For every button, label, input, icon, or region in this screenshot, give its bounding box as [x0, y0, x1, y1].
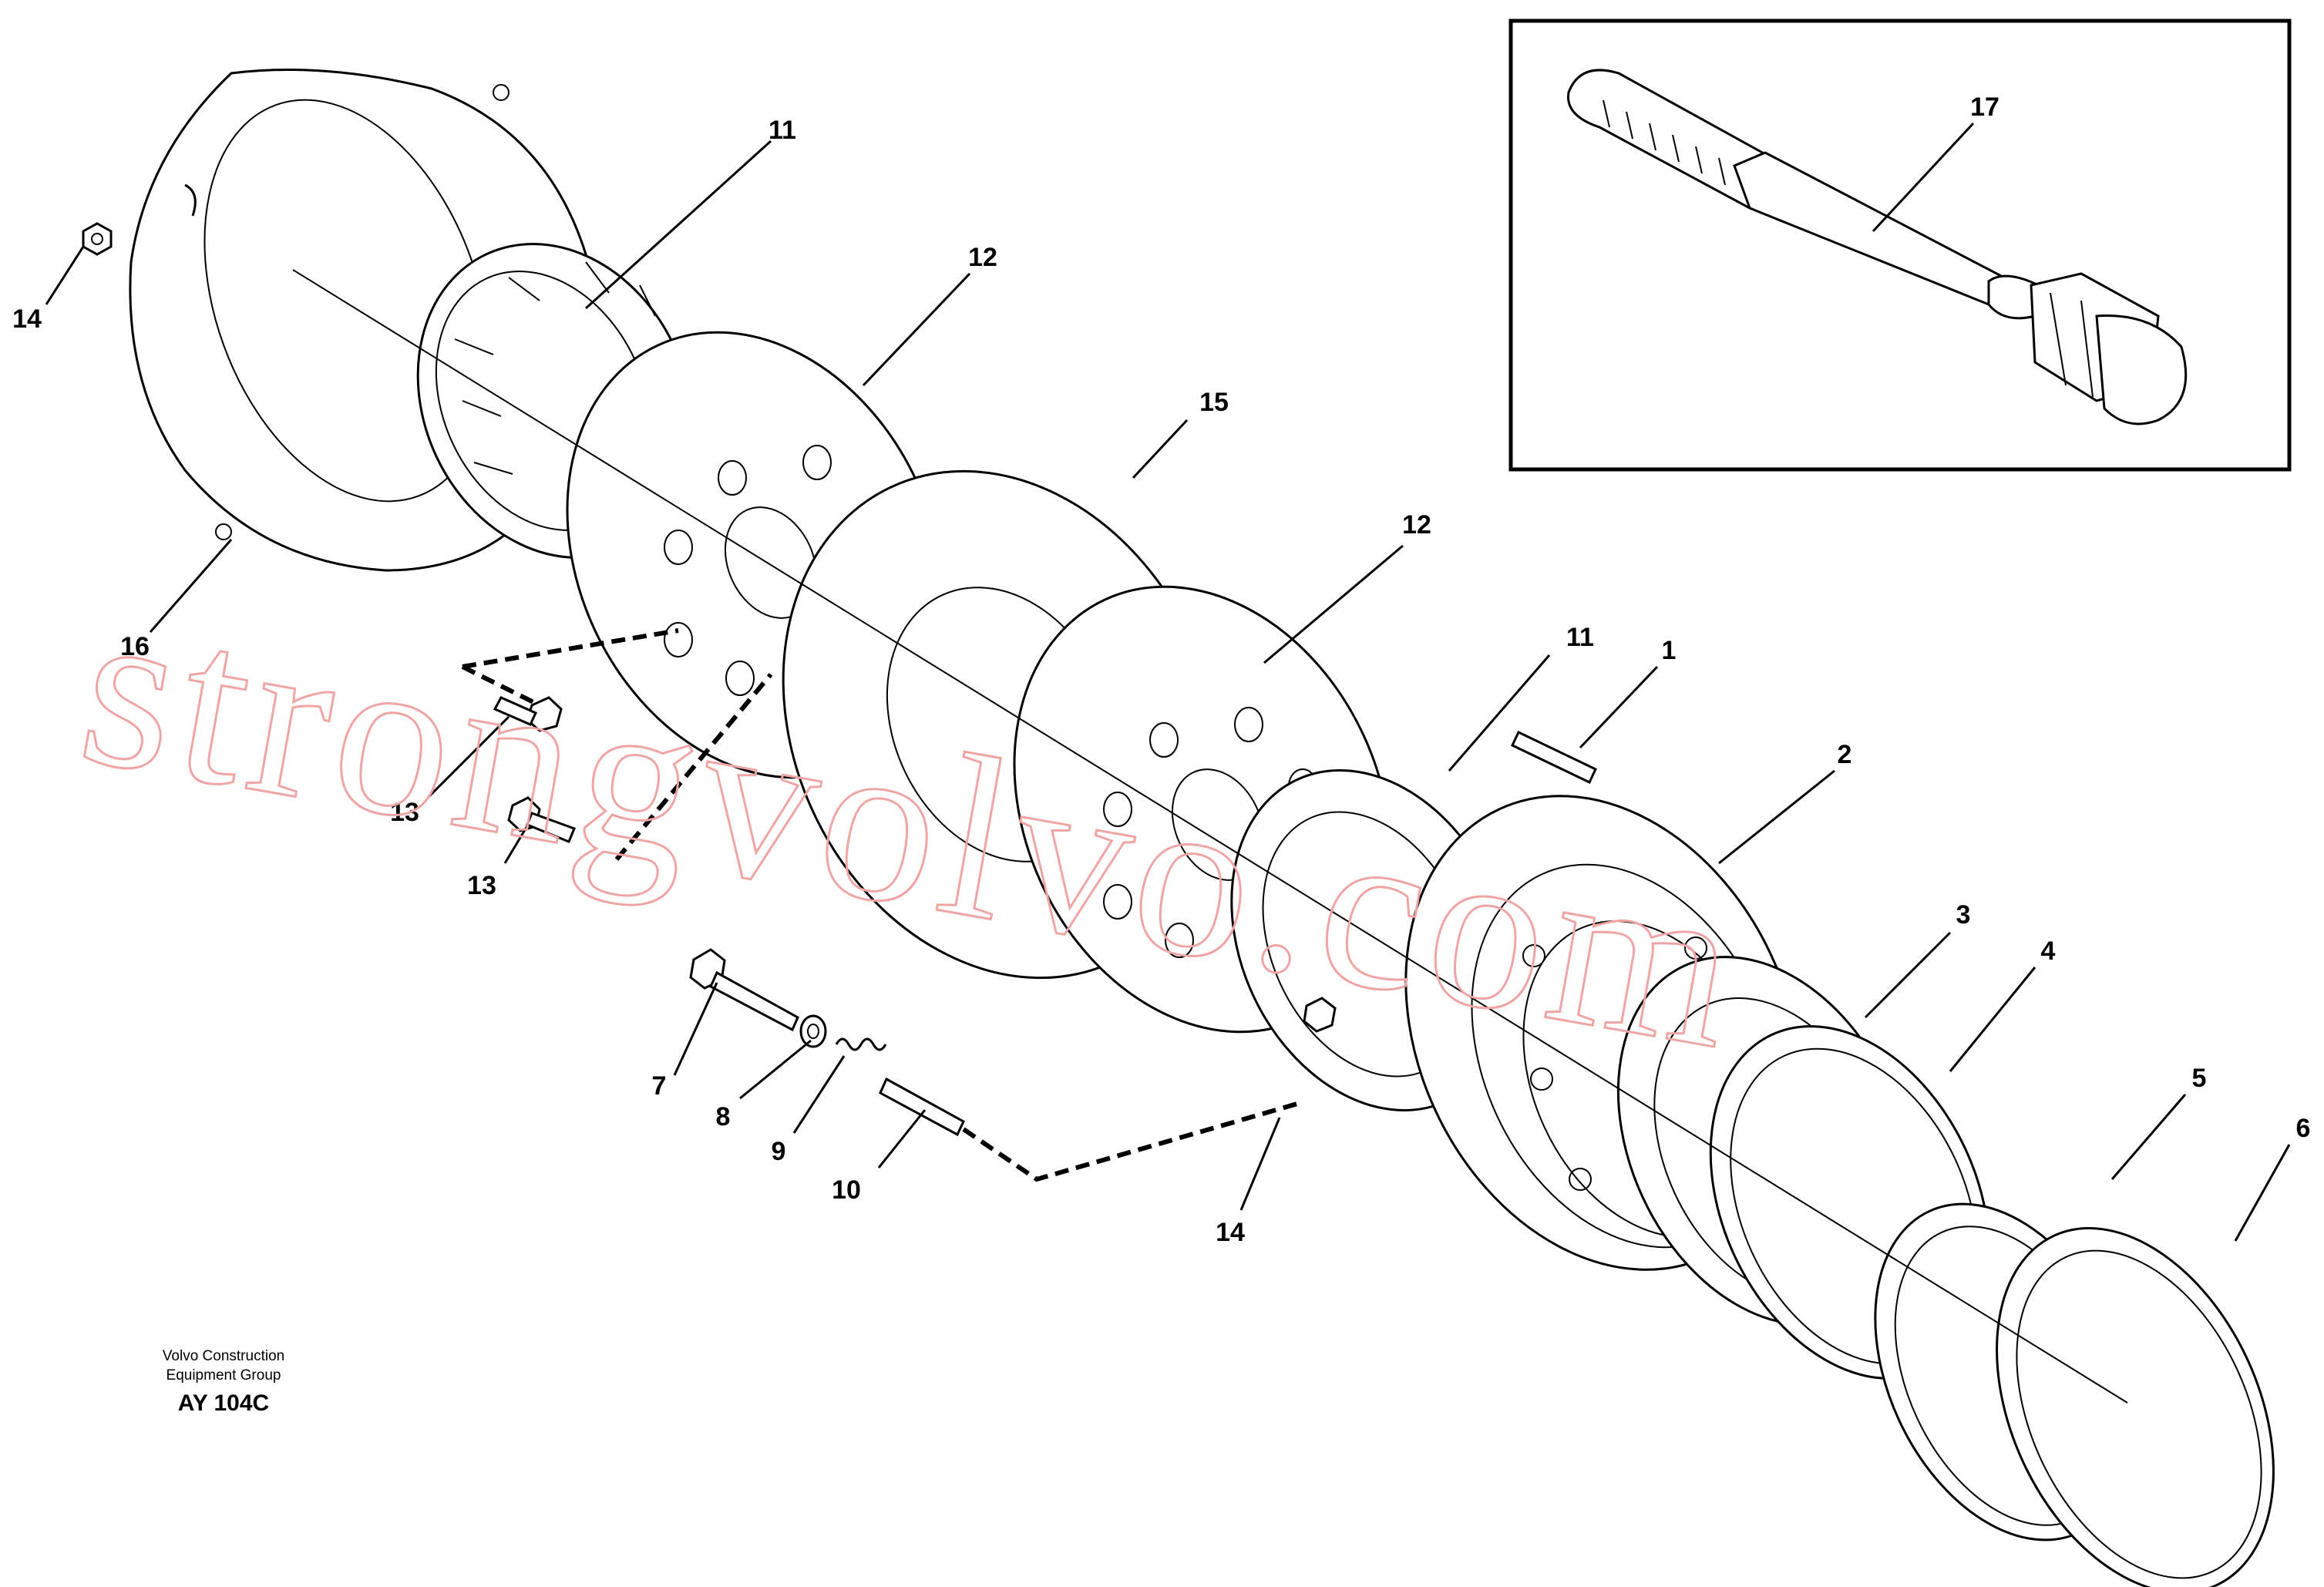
part-1-pin: [1511, 730, 1597, 785]
callout-16: 16: [120, 632, 150, 661]
callout-8: 8: [716, 1102, 731, 1131]
part-13-bolt-upper: [493, 696, 563, 732]
callout-13-lower: 13: [467, 871, 496, 900]
part-10-pin: [879, 1077, 965, 1137]
callout-7: 7: [652, 1071, 667, 1101]
callout-12-lower: 12: [1402, 510, 1431, 540]
callout-5: 5: [2192, 1064, 2207, 1093]
callout-14-upper: 14: [12, 304, 42, 334]
callout-14-lower: 14: [1216, 1218, 1245, 1247]
callouts: 11 12 15 12 11 1 2 3 4 5 6 17 14 16 13 1…: [12, 92, 2310, 1247]
callout-12-upper: 12: [968, 243, 997, 272]
callout-6: 6: [2296, 1114, 2311, 1143]
callout-9: 9: [772, 1137, 786, 1166]
callout-15: 15: [1199, 388, 1229, 417]
part-14-nut-upper: [82, 222, 113, 256]
assembly-dash-middle: [614, 673, 773, 861]
assembly-dash-upper: [461, 628, 679, 708]
footer: Volvo Construction Equipment Group AY 10…: [163, 1348, 284, 1416]
part-14-nut-lower: [1303, 997, 1337, 1033]
part-9-spring: [835, 1037, 887, 1051]
callout-10: 10: [832, 1175, 861, 1205]
callout-3: 3: [1956, 900, 1971, 930]
part-13-bolt-lower: [507, 796, 576, 843]
callout-17: 17: [1970, 92, 1999, 122]
leader-lines: [45, 122, 2291, 1242]
part-8-washer: [799, 1014, 827, 1048]
company-line-1: Volvo Construction: [163, 1348, 284, 1364]
callout-13-upper: 13: [390, 798, 419, 827]
part-7-bolt: [689, 948, 799, 1032]
callout-2: 2: [1838, 740, 1852, 769]
company-line-2: Equipment Group: [166, 1367, 281, 1384]
assembly-dash-lower: [962, 1100, 1303, 1182]
inset-box-part-17: [1508, 18, 2292, 472]
callout-11-lower: 11: [1566, 623, 1594, 652]
callout-11-upper: 11: [769, 116, 796, 145]
drawing-code: AY 104C: [178, 1390, 269, 1416]
callout-4: 4: [2041, 936, 2056, 966]
centre-axis: [292, 269, 2128, 1404]
part-6-seal: [1996, 1227, 2275, 1587]
callout-1: 1: [1662, 636, 1677, 665]
